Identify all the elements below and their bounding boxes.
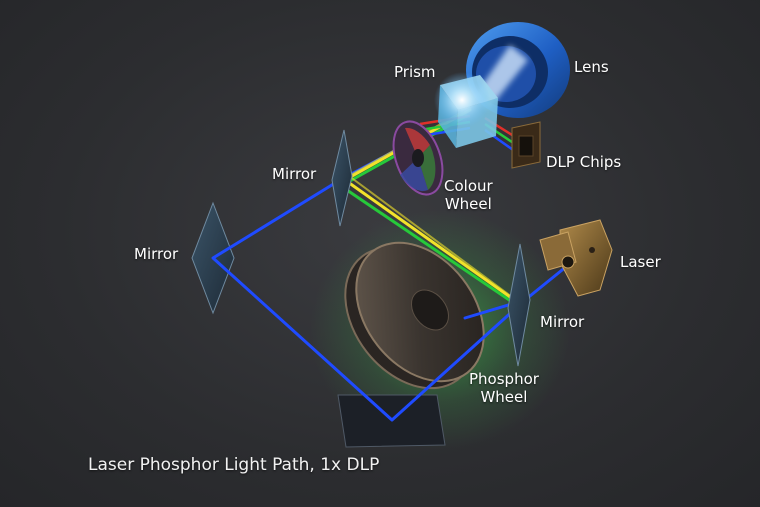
prism-label: Prism bbox=[394, 63, 436, 81]
colour-wheel-label-line1: Colour bbox=[444, 177, 493, 195]
dlp-chips-label: DLP Chips bbox=[546, 153, 622, 171]
colour-wheel bbox=[392, 120, 444, 196]
phosphor-wheel-label: Phosphor Wheel bbox=[469, 370, 539, 406]
mirror-upper-surface bbox=[331, 129, 353, 227]
mirror-right-surface bbox=[507, 243, 531, 367]
mirror-right-label: Mirror bbox=[540, 313, 585, 331]
prism bbox=[434, 72, 498, 148]
dlp-chips bbox=[511, 121, 541, 169]
mirror-left-label: Mirror bbox=[134, 245, 179, 263]
phosphor-wheel-label-line1: Phosphor bbox=[469, 370, 539, 388]
laser-module bbox=[539, 219, 613, 297]
laser-label: Laser bbox=[620, 253, 661, 271]
colour-wheel-label: Colour Wheel bbox=[444, 177, 493, 213]
lens-label: Lens bbox=[574, 58, 609, 76]
colour-wheel-label-line2: Wheel bbox=[444, 195, 492, 213]
phosphor-wheel-label-line2: Wheel bbox=[480, 388, 528, 406]
phosphor-wheel bbox=[344, 241, 485, 390]
mirror-upper-label: Mirror bbox=[272, 165, 317, 183]
diagram-caption: Laser Phosphor Light Path, 1x DLP bbox=[88, 455, 380, 475]
